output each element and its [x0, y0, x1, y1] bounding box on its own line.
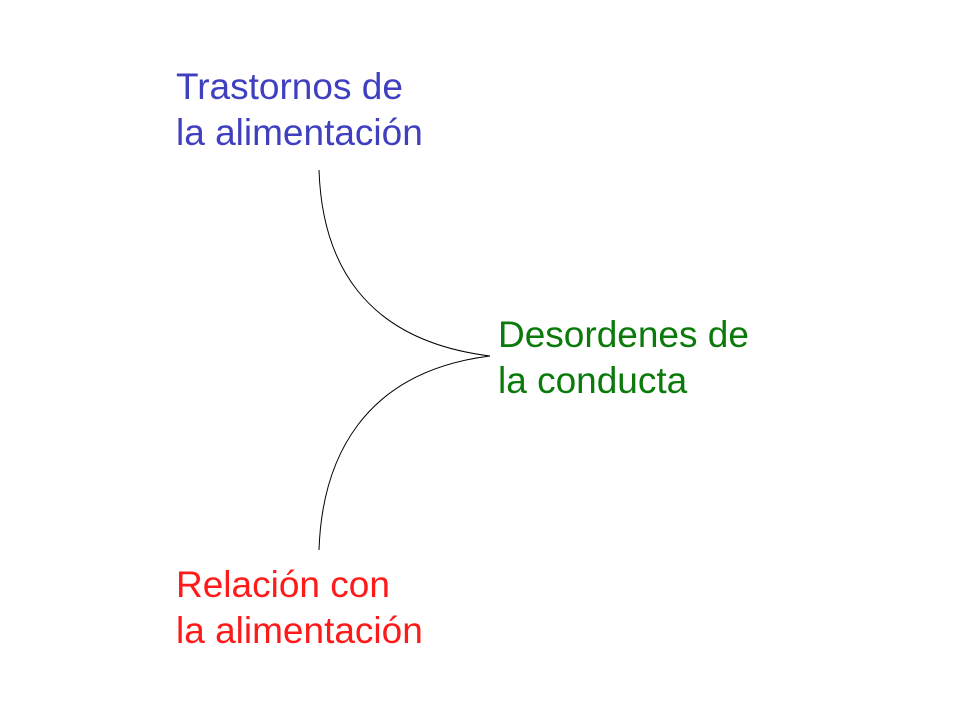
node-desordenes-conducta: Desordenes de la conducta [498, 312, 749, 404]
connector-bottom-to-right [318, 355, 491, 551]
connector-top-to-right [318, 169, 491, 357]
node-text-line: la alimentación [176, 610, 423, 651]
node-relacion-alimentacion: Relación con la alimentación [176, 562, 423, 654]
node-text-line: Relación con [176, 564, 390, 605]
node-text-line: Trastornos de [176, 66, 403, 107]
node-text-line: la alimentación [176, 112, 423, 153]
node-trastornos-alimentacion: Trastornos de la alimentación [176, 64, 423, 156]
node-text-line: la conducta [498, 360, 688, 401]
node-text-line: Desordenes de [498, 314, 749, 355]
